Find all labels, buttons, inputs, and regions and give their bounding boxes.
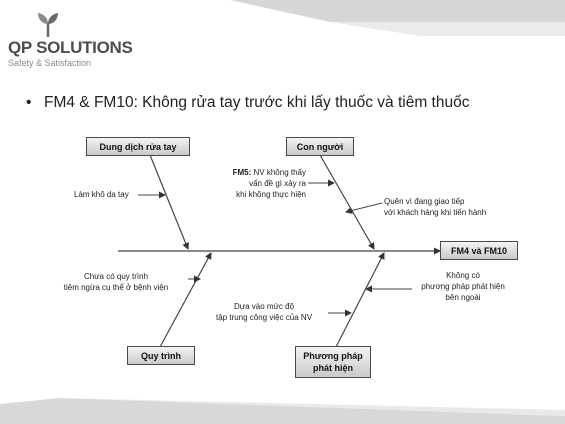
bottom-decorative-band [0,398,565,424]
bullet-point: • FM4 & FM10: Không rửa tay trước khi lấy… [26,94,469,112]
cause-prefix: FM5: [232,168,252,177]
category-box-detection-method: Phương pháp phát hiện [295,346,371,378]
logo-tagline: Safety & Satisfaction [8,58,92,68]
effect-label: FM4 và FM10 [450,245,508,256]
cause-line: Chưa có quy trình [83,272,149,281]
effect-box: FM4 và FM10 [440,241,518,260]
bullet-text: FM4 & FM10: Không rửa tay trước khi lấy … [44,94,470,111]
cause-label-bl-1: Chưa có quy trình tiêm ngừa cụ thể ở bệnh… [46,271,186,293]
category-label: Quy trình [141,350,181,361]
bullet-marker: • [26,94,32,111]
category-label: Con người [296,141,344,152]
cause-line: với khách hàng khi tiến hành [384,208,487,217]
cause-label-bc-1: Dựa vào mức độ tập trung công việc của NV [200,301,328,323]
cause-line: Quên vì đang giao tiếp [384,197,465,206]
bone-top-right [319,154,375,250]
cause-label-tr-1: FM5: NV không thấy vấn đề gì xảy ra khi kh… [196,167,306,200]
cause-line: bên ngoài [445,293,481,302]
category-label-line2: phát hiện [313,363,353,373]
cause-line: khi không thực hiện [236,190,306,199]
category-label-line1: Phương pháp [303,351,363,361]
category-label: Dung dịch rửa tay [99,141,177,152]
logo-company-name: QP SOLUTIONS [8,38,133,57]
top-decorative-band [0,0,565,36]
cause-arrow-tr-2 [345,202,383,214]
cause-line: NV không thấy [251,168,306,177]
category-box-process: Quy trình [127,346,195,365]
company-logo: QP SOLUTIONS Safety & Satisfaction [8,12,148,82]
cause-line: phương pháp phát hiện [421,282,505,291]
cause-line: Dựa vào mức độ [233,302,295,311]
category-box-hand-sanitizer: Dung dịch rửa tay [86,137,190,156]
bone-top-left [149,154,189,250]
category-box-people: Con người [286,137,354,156]
cause-line: vấn đề gì xảy ra [249,179,306,188]
cause-line: Không có [446,271,480,280]
leaf-icon [38,13,58,37]
cause-line: tập trung công việc của NV [215,313,313,322]
cause-label-br-1: Không có phương pháp phát hiện bên ngoài [410,270,516,303]
cause-label-tr-2: Quên vì đang giao tiếp với khách hàng khi… [384,196,486,218]
cause-line: tiêm ngừa cụ thể ở bệnh viện [63,283,169,292]
bone-bottom-right [335,252,385,348]
bone-bottom-left [159,252,212,348]
cause-label-tl-1: Làm khô da tay [74,190,129,199]
